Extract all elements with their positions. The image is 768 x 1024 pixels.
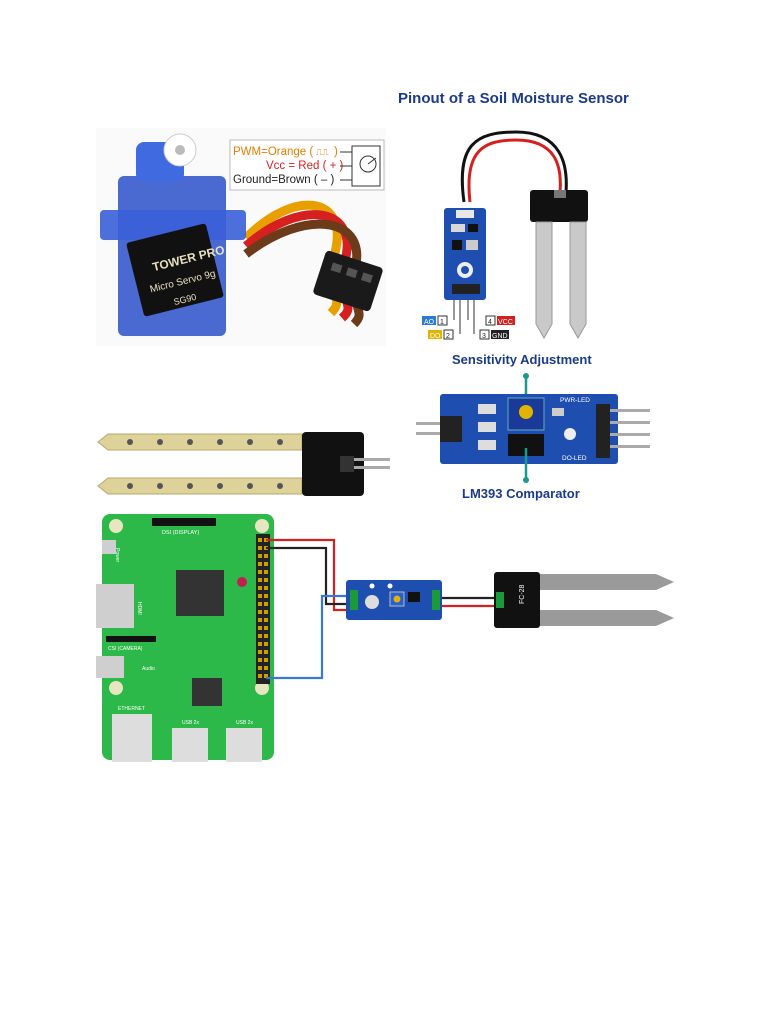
audio-label: Audio [142, 666, 155, 672]
cpu-chip [176, 570, 224, 616]
signal-wire [266, 594, 348, 680]
sensor-pinout-diagram: Pinout of a Soil Moisture Sensor [398, 90, 629, 340]
pinout-labels: AO 1 DO 2 4 VCC 3 GND [422, 300, 515, 340]
raspberry-logo-icon [237, 577, 247, 587]
sensor-module-board [444, 208, 486, 300]
servo-pin-ground: Ground=Brown ( – ) [233, 174, 334, 186]
usb1-label: USB 2x [182, 720, 199, 726]
svg-text:3: 3 [482, 333, 486, 340]
probe-photo-panel [90, 416, 396, 508]
usb-port-1 [172, 728, 208, 762]
usb2-label: USB 2x [236, 720, 253, 726]
pin-vcc-tag: VCC [498, 319, 513, 326]
pwm-signal-icon: ⎍⎍ [316, 148, 329, 158]
fc28-probe: FC-28 [494, 572, 674, 628]
hdmi-label: HDMI [136, 602, 142, 615]
power-label: Power [114, 548, 120, 563]
pin-gnd-tag: GND [492, 333, 508, 340]
module-closeup-panel: Sensitivity Adjustment PWR-LED DO-LED LM… [410, 348, 668, 504]
gnd-wire [266, 546, 348, 606]
soil-probe [530, 190, 588, 340]
raspberry-pi-wiring-diagram: DSI (DISPLAY) Power HDMI CSI (CAMERA) Au… [96, 514, 674, 762]
hdmi-port [96, 584, 134, 628]
svg-text:): ) [334, 146, 338, 158]
probe-head [302, 432, 364, 496]
comparator-module [346, 580, 442, 620]
servo-body [100, 133, 246, 336]
wiring-diagram-panel: DSI (DISPLAY) Power HDMI CSI (CAMERA) Au… [96, 512, 686, 766]
ethernet-label: ETHERNET [118, 706, 145, 712]
soil-probe-illustration [97, 432, 390, 496]
svg-text:4: 4 [488, 319, 492, 326]
servo-illustration: TOWER PRO Micro Servo 9g SG90 PWM=Orange… [100, 133, 385, 336]
sensor-pinout-panel: Pinout of a Soil Moisture Sensor [396, 84, 646, 346]
servo-pin-pwm: PWM=Orange ( [233, 146, 313, 158]
ethernet-port [112, 714, 152, 762]
raspberry-pi-board: DSI (DISPLAY) Power HDMI CSI (CAMERA) Au… [96, 514, 291, 762]
board-text: Raspberry Pi 3 Model B v1.2 © Raspberry … [285, 610, 291, 711]
fc28-label: FC-28 [519, 584, 526, 604]
pin-ao-tag: AO [424, 319, 435, 326]
lm393-comparator-label: LM393 Comparator [462, 486, 580, 501]
module-header [596, 404, 610, 458]
do-led-label: DO-LED [562, 455, 587, 462]
csi-label: CSI (CAMERA) [108, 646, 143, 652]
servo-connector [313, 250, 383, 312]
dsi-label: DSI (DISPLAY) [162, 530, 199, 536]
dsi-connector [152, 518, 216, 526]
pin-do-tag: DO [430, 333, 441, 340]
audio-port [96, 656, 124, 678]
usb-port-2 [226, 728, 262, 762]
usb-controller-chip [192, 678, 222, 706]
csi-connector [106, 636, 156, 642]
sensitivity-adjustment-label: Sensitivity Adjustment [452, 352, 592, 367]
servo-photo-panel: TOWER PRO Micro Servo 9g SG90 PWM=Orange… [96, 128, 386, 346]
pwr-led-label: PWR-LED [560, 397, 590, 404]
pinout-title: Pinout of a Soil Moisture Sensor [398, 90, 629, 107]
vcc-wire [266, 538, 348, 612]
wires [266, 538, 496, 680]
lm393-chip [508, 434, 544, 456]
servo-pin-legend: PWM=Orange ( ⎍⎍ ) Vcc = Red ( + ) Ground… [229, 139, 385, 191]
power-port [102, 540, 116, 554]
servo-pin-vcc: Vcc = Red ( + ) [266, 160, 344, 172]
comparator-module-diagram: Sensitivity Adjustment PWR-LED DO-LED LM… [416, 352, 650, 501]
svg-text:1: 1 [440, 319, 444, 326]
svg-text:2: 2 [446, 333, 450, 340]
